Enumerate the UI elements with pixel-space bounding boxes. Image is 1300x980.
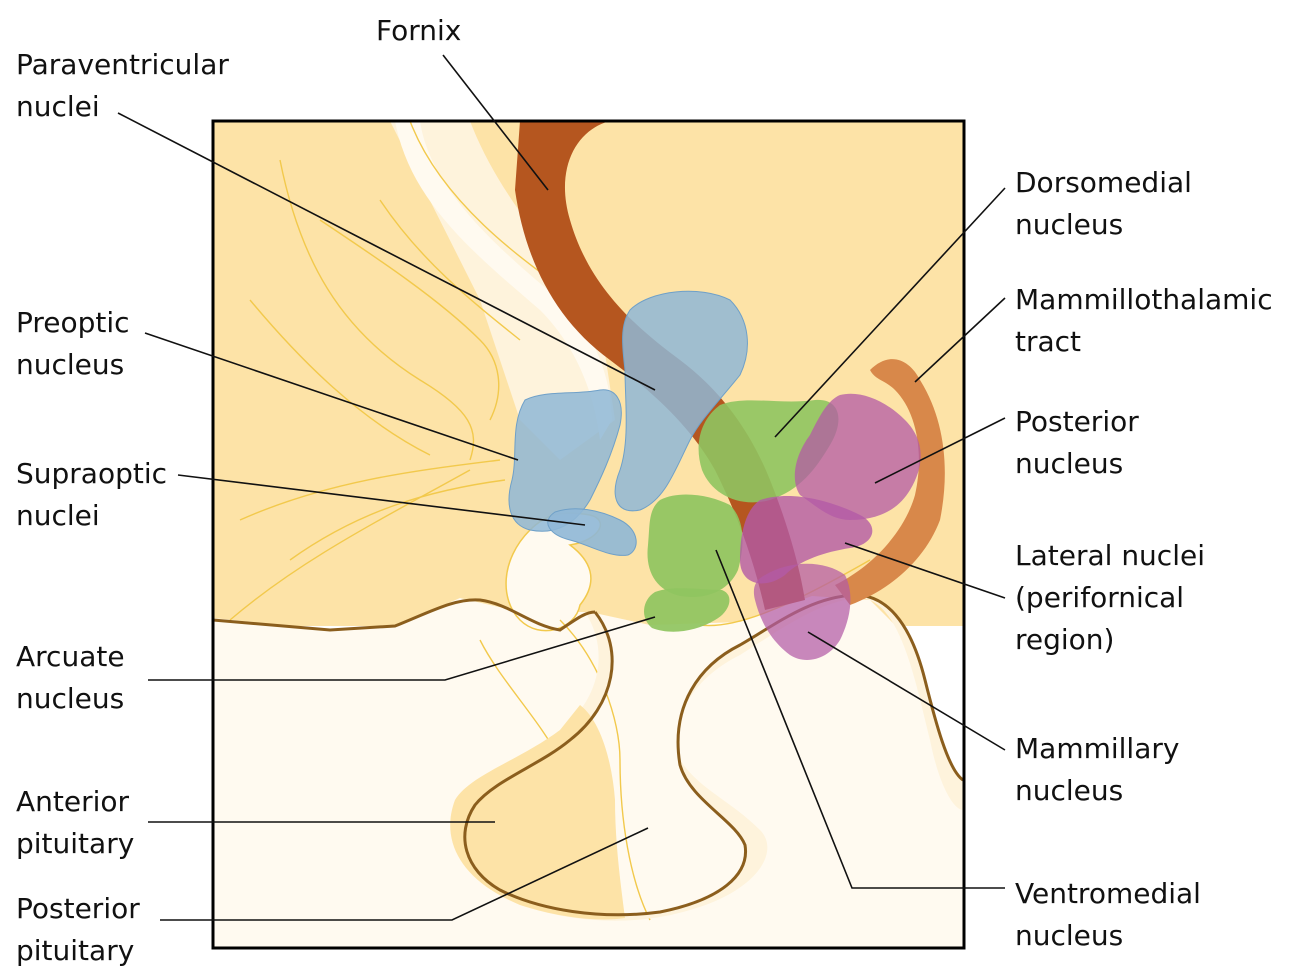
- posterior-nucleus-shape: [794, 393, 921, 520]
- supraoptic-nucleus-shape: [547, 508, 637, 556]
- leader-paraventricular: [117, 112, 656, 391]
- leader-supraoptic: [177, 474, 586, 526]
- mammillothalamic-tract-shape: [835, 359, 945, 605]
- arcuate-nucleus-shape: [644, 588, 730, 632]
- label-mammillothalamic-tract: Mammillothalamic tract: [1015, 283, 1282, 358]
- leader-arcuate: [148, 616, 656, 681]
- leader-mammillothalamic: [914, 297, 1006, 383]
- label-lateral-nuclei: Lateral nuclei (perifornical region): [1015, 539, 1214, 656]
- preoptic-nucleus-shape: [508, 389, 622, 532]
- mammillary-nucleus-shape: [753, 563, 851, 660]
- cream-channel: [395, 121, 612, 440]
- leader-lateral: [844, 542, 1006, 599]
- ventromedial-nucleus-shape: [647, 494, 743, 597]
- label-posterior-pituitary: Posterior pituitary: [16, 892, 149, 967]
- anterior-pituitary-lobe: [450, 705, 625, 920]
- anatomy: [212, 120, 964, 948]
- label-preoptic-nucleus: Preoptic nucleus: [16, 306, 138, 381]
- leader-ventromedial: [715, 549, 1005, 889]
- ventricle-floor-outline: [212, 598, 596, 632]
- label-dorsomedial-nucleus: Dorsomedial nucleus: [1015, 166, 1201, 241]
- leader-lines: [117, 54, 1006, 921]
- leader-dorsomedial: [774, 187, 1006, 438]
- labels: Fornix Paraventricular nuclei Preoptic n…: [16, 14, 1282, 967]
- leader-posterior-pituitary: [160, 827, 649, 921]
- label-mammillary-nucleus: Mammillary nucleus: [1015, 732, 1188, 807]
- label-ventromedial-nucleus: Ventromedial nucleus: [1015, 877, 1210, 952]
- label-fornix: Fornix: [376, 14, 461, 47]
- label-supraoptic-nuclei: Supraoptic nuclei: [16, 457, 176, 532]
- leader-preoptic: [144, 332, 519, 461]
- leader-mammillary: [807, 631, 1006, 751]
- paraventricular-nucleus-shape: [614, 290, 748, 512]
- label-posterior-nucleus: Posterior nucleus: [1015, 405, 1148, 480]
- label-paraventricular-nuclei: Paraventricular nuclei: [16, 48, 238, 123]
- lateral-nucleus-shape: [740, 495, 873, 584]
- label-anterior-pituitary: Anterior pituitary: [16, 785, 138, 860]
- leader-posterior-nucleus: [874, 417, 1006, 484]
- leader-fornix: [442, 54, 549, 191]
- pituitary-outline: [463, 593, 964, 917]
- diagram-frame: [211, 119, 966, 950]
- label-arcuate-nucleus: Arcuate nucleus: [16, 640, 133, 715]
